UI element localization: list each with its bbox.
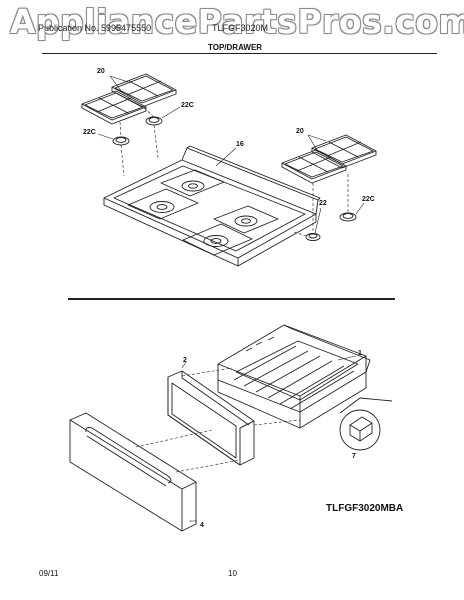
callout-cap-left-upper: 22C <box>181 102 194 109</box>
right-grate-pair <box>281 134 377 184</box>
callout-drawer-panel: 2 <box>183 357 187 364</box>
callout-drawer: 1 <box>358 350 362 357</box>
callout-grate-right: 20 <box>296 128 304 135</box>
drawer-clip-detail <box>339 397 393 451</box>
callout-grate-left: 20 <box>97 68 105 75</box>
callout-cooktop: 16 <box>236 141 244 148</box>
footer-date: 09/11 <box>39 569 59 578</box>
callout-drawer-front: 4 <box>200 522 204 529</box>
publication-number: Publication No. 5995475550 <box>38 23 152 33</box>
section-divider <box>68 298 395 300</box>
left-grate-pair <box>81 73 177 125</box>
section-title-rule <box>42 53 437 54</box>
header-model: TLFGF3020M <box>212 23 269 33</box>
drawer-inner-panel <box>167 370 255 466</box>
callout-burner-head: 22 <box>319 200 327 207</box>
right-burner-head <box>305 232 321 242</box>
callout-cap-left-lower: 22C <box>83 129 96 136</box>
right-burner-cap <box>339 212 357 222</box>
footer-page-number: 10 <box>228 569 237 578</box>
cooktop-main-top <box>103 145 321 267</box>
callout-cap-right: 22C <box>362 196 375 203</box>
drawer-front-panel <box>69 412 197 532</box>
callout-clip: 7 <box>352 453 356 460</box>
model-number: TLFGF3020MBA <box>326 503 404 514</box>
watermark-logo: AppliancePartsPros.com <box>10 2 464 41</box>
section-title: TOP/DRAWER <box>208 43 263 52</box>
left-burner-cap-lower <box>112 136 130 146</box>
drawer-assembly <box>217 324 371 429</box>
left-burner-cap-upper <box>145 116 163 126</box>
